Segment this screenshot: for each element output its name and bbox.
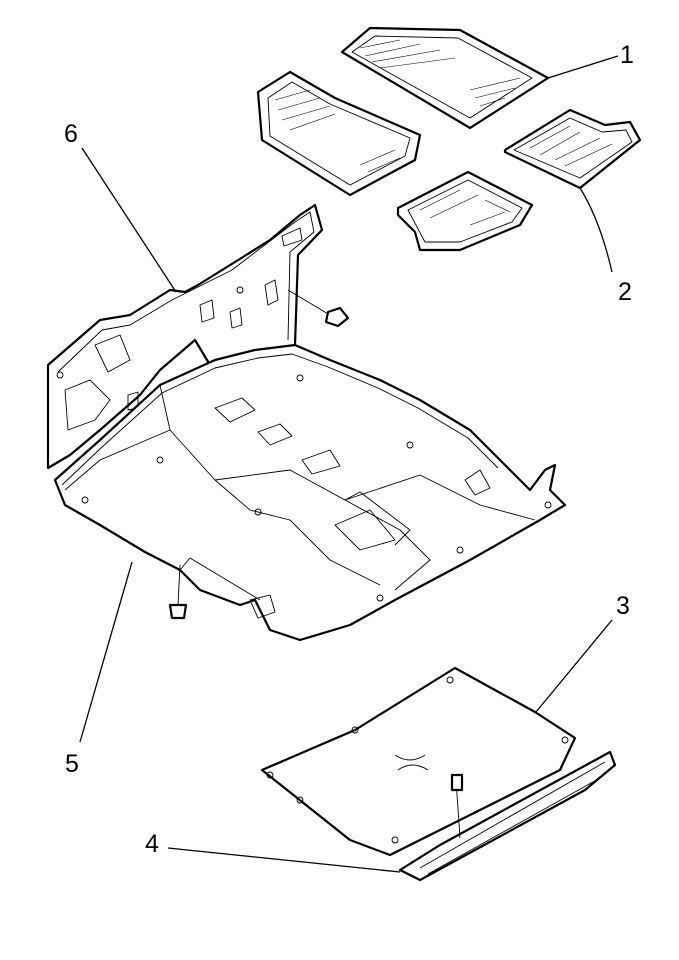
leader-2 [579,187,613,273]
callout-1: 1 [620,41,634,69]
dash-panel-insulator [46,203,324,470]
rear-floor-mat-left [396,170,534,252]
leader-6 [81,147,177,293]
rear-floor-carpet [260,666,577,857]
callout-4: 4 [145,830,159,858]
callout-2: 2 [618,278,632,306]
rear-floor-mat-right [503,108,642,190]
leader-1 [547,55,619,79]
callout-3: 3 [616,592,630,620]
floor-carpet-main [53,343,567,642]
push-pin-fastener-lower [168,564,188,620]
leader-4 [167,847,401,873]
front-floor-mat-right [340,26,550,130]
callout-5: 5 [65,750,79,778]
leader-3 [535,619,613,713]
push-pin-fastener-upper [287,289,350,328]
leader-5 [79,561,133,743]
callout-6: 6 [64,120,78,148]
door-sill-plate [398,750,617,882]
front-floor-mat-left [256,70,422,197]
leader-lines [79,55,619,873]
